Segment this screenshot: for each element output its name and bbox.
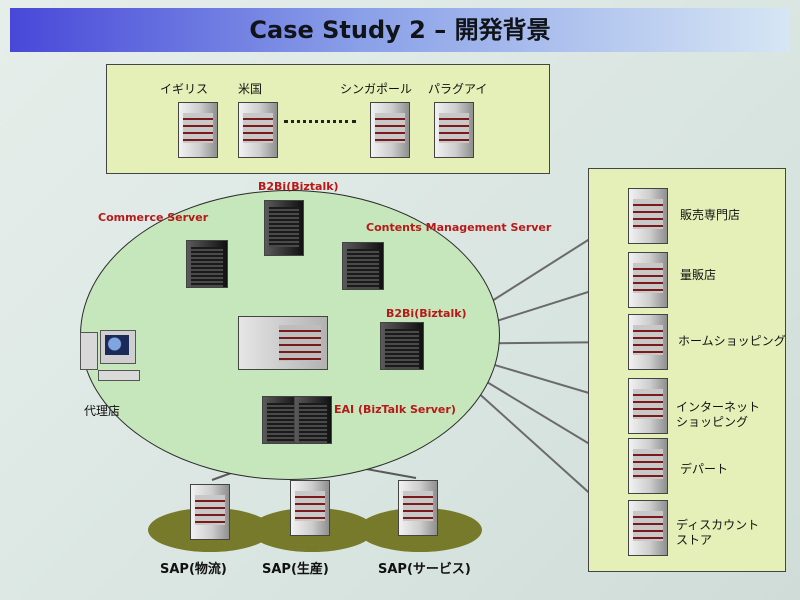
ellipsis-dots [284, 120, 356, 123]
channel-label-specialty-store: 販売専門店 [680, 208, 741, 222]
server-icon-paraguay [434, 102, 474, 158]
server-icon-sap-production [290, 480, 330, 536]
server-icon-channel-6 [628, 500, 668, 556]
sap-service-label: SAP(サービス) [378, 562, 471, 577]
server-icon-sap-logistics [190, 484, 230, 540]
country-label-paraguay: パラグアイ [428, 82, 488, 96]
server-icon-b2bi-top [264, 200, 304, 256]
server-icon-channel-3 [628, 314, 668, 370]
channel-label-internet-shopping: インターネット ショッピング [676, 400, 761, 429]
server-icon-singapore [370, 102, 410, 158]
sap-logistics-label: SAP(物流) [160, 562, 227, 577]
country-label-singapore: シンガポール [340, 82, 413, 96]
sap-production-label: SAP(生産) [262, 562, 329, 577]
channel-label-discount-store: ディスカウント ストア [676, 518, 760, 547]
country-label-us: 米国 [238, 82, 263, 96]
server-icon-b2bi-right [380, 322, 424, 370]
commerce-server-label: Commerce Server [98, 211, 209, 224]
server-icon-channel-2 [628, 252, 668, 308]
server-icon-commerce [186, 240, 228, 288]
channel-label-department-store: デパート [680, 462, 729, 476]
b2bi-right-label: B2Bi(Biztalk) [386, 307, 467, 320]
server-icon-contents [342, 242, 384, 290]
server-icon-channel-1 [628, 188, 668, 244]
server-icon-uk [178, 102, 218, 158]
channel-label-home-shopping: ホームショッピング [678, 334, 786, 348]
b2bi-top-label: B2Bi(Biztalk) [258, 180, 339, 193]
server-icon-central-hub [238, 316, 328, 370]
server-icon-eai-2 [294, 396, 332, 444]
eai-label: EAI (BizTalk Server) [334, 403, 456, 416]
server-icon-eai-1 [262, 396, 300, 444]
server-icon-sap-service [398, 480, 438, 536]
server-icon-channel-5 [628, 438, 668, 494]
server-icon-channel-4 [628, 378, 668, 434]
agent-pc-icon [80, 330, 140, 386]
title-bar: Case Study 2 – 開発背景 [10, 8, 790, 52]
sales-channel-box [588, 168, 786, 572]
slide-title: Case Study 2 – 開発背景 [249, 16, 551, 44]
contents-management-label: Contents Management Server [366, 221, 552, 234]
agent-label: 代理店 [84, 404, 121, 418]
server-icon-us [238, 102, 278, 158]
channel-label-mass-retailer: 量販店 [680, 268, 717, 282]
country-label-uk: イギリス [160, 82, 209, 96]
